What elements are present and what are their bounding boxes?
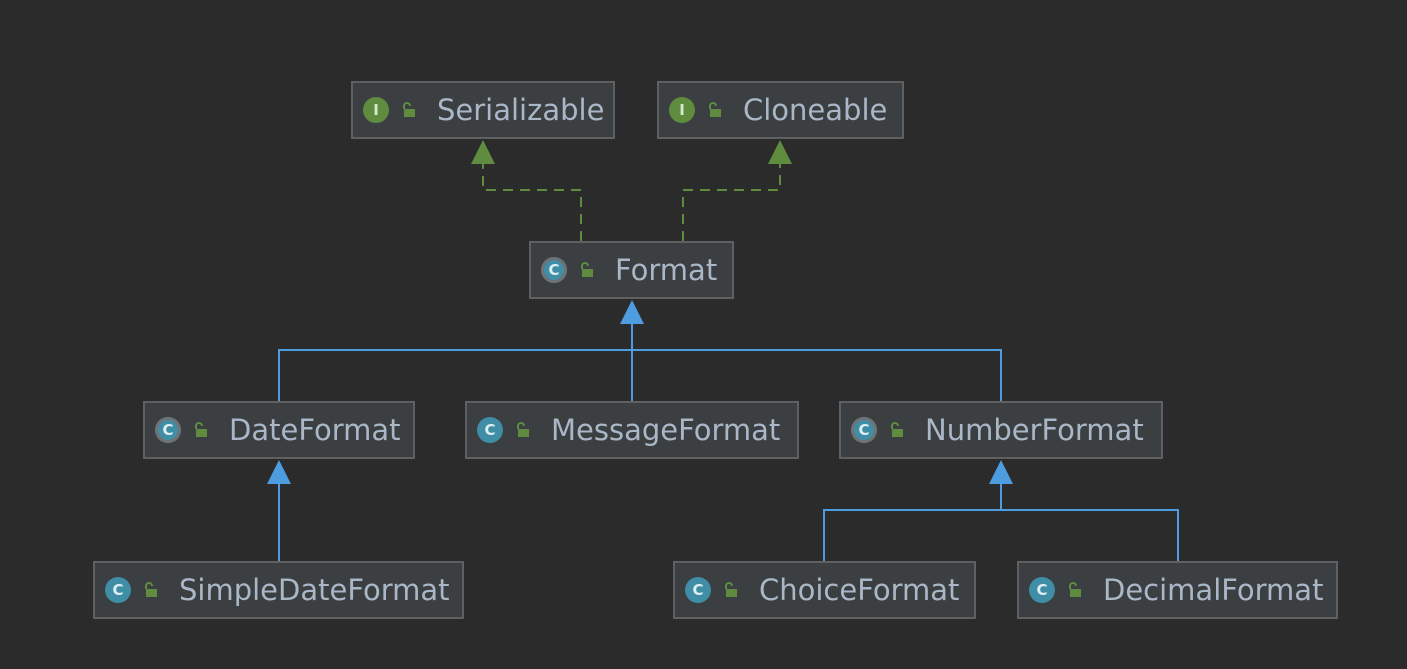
- node-label: Serializable: [437, 92, 605, 127]
- lock-open-icon: [581, 262, 593, 277]
- lock-open-icon: [403, 102, 415, 117]
- node-choiceformat[interactable]: C ChoiceFormat: [673, 561, 976, 619]
- node-messageformat[interactable]: C MessageFormat: [465, 401, 799, 459]
- node-label: NumberFormat: [925, 412, 1144, 447]
- lock-open-icon: [891, 422, 903, 437]
- node-label: Format: [615, 252, 718, 287]
- node-label: ChoiceFormat: [759, 572, 960, 607]
- node-label: Cloneable: [743, 92, 888, 127]
- node-simpledateformat[interactable]: C SimpleDateFormat: [93, 561, 464, 619]
- node-dateformat[interactable]: C DateFormat: [143, 401, 415, 459]
- class-icon: C: [105, 577, 131, 603]
- lock-open-icon: [725, 582, 737, 597]
- interface-icon: I: [363, 97, 389, 123]
- arrow-head-cloneable: [768, 140, 792, 164]
- edge-format-cloneable: [682, 164, 781, 241]
- node-label: DecimalFormat: [1103, 572, 1324, 607]
- arrow-head-serializable: [471, 140, 495, 164]
- lock-open-icon: [709, 102, 721, 117]
- node-label: SimpleDateFormat: [179, 572, 450, 607]
- edge-children-format-bus: [278, 349, 1002, 401]
- node-cloneable[interactable]: I Cloneable: [657, 81, 904, 139]
- lock-open-icon: [1069, 582, 1081, 597]
- abstract-class-icon: C: [155, 417, 181, 443]
- class-icon: C: [1029, 577, 1055, 603]
- interface-icon: I: [669, 97, 695, 123]
- node-format[interactable]: C Format: [529, 241, 734, 299]
- lock-open-icon: [195, 422, 207, 437]
- arrow-head-numberformat: [989, 460, 1013, 484]
- node-decimalformat[interactable]: C DecimalFormat: [1017, 561, 1338, 619]
- node-numberformat[interactable]: C NumberFormat: [839, 401, 1163, 459]
- arrow-head-dateformat: [267, 460, 291, 484]
- class-icon: C: [477, 417, 503, 443]
- node-label: MessageFormat: [551, 412, 781, 447]
- edge-format-serializable: [482, 164, 582, 241]
- lock-open-icon: [517, 422, 529, 437]
- class-icon: C: [685, 577, 711, 603]
- lock-open-icon: [145, 582, 157, 597]
- edge-children-numberformat-bus: [823, 509, 1179, 561]
- node-label: DateFormat: [229, 412, 401, 447]
- arrow-head-format: [620, 300, 644, 324]
- abstract-class-icon: C: [851, 417, 877, 443]
- node-serializable[interactable]: I Serializable: [351, 81, 615, 139]
- abstract-class-icon: C: [541, 257, 567, 283]
